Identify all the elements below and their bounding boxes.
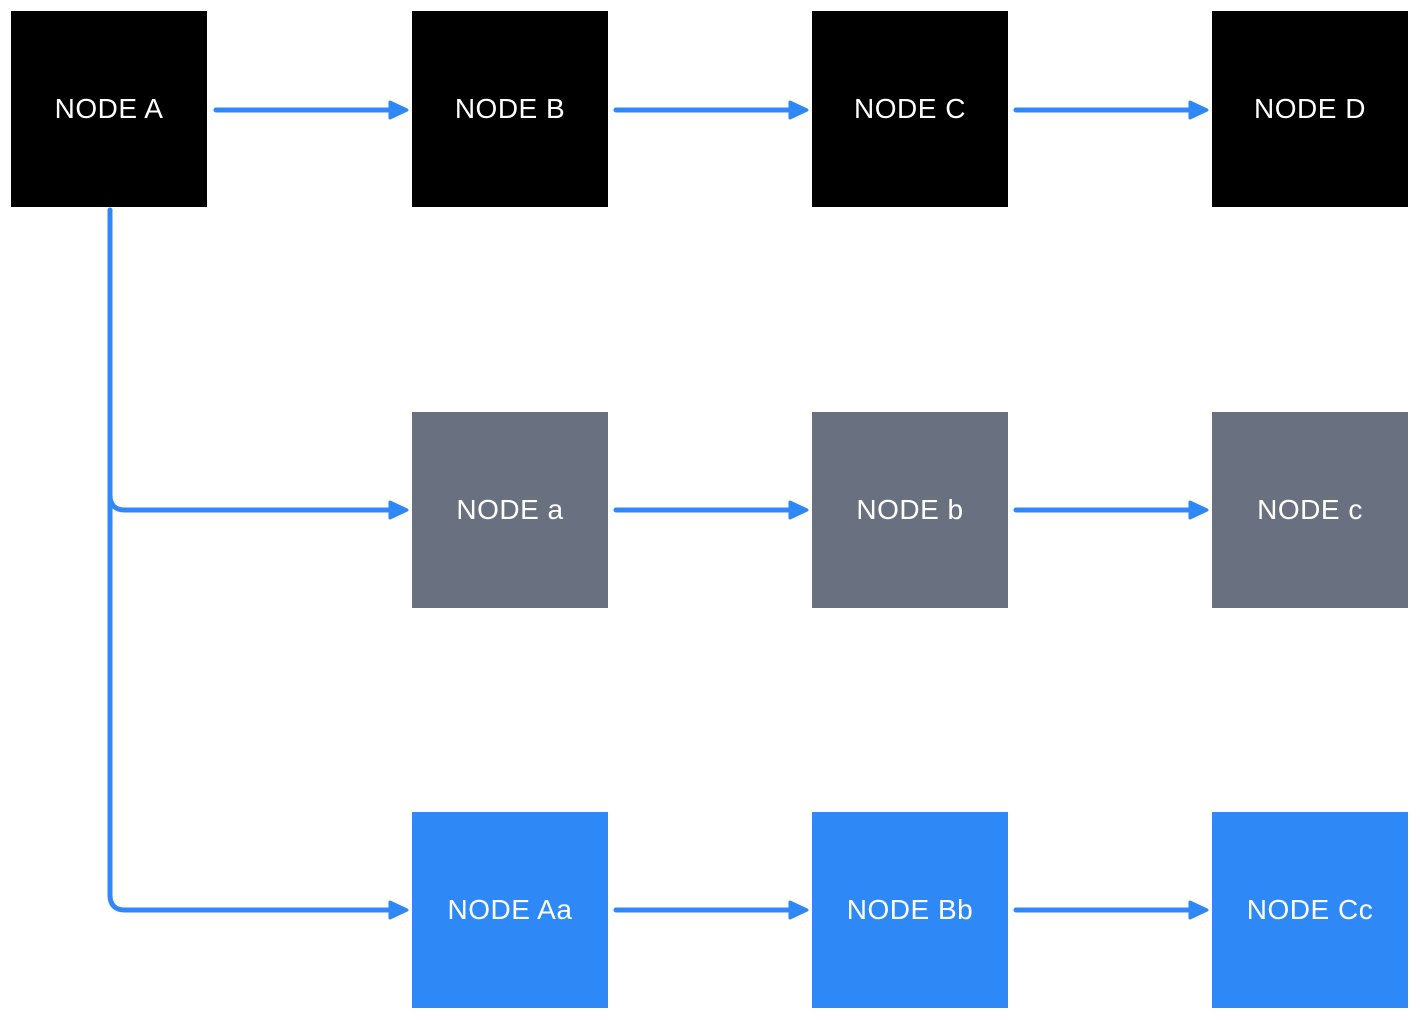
node-aa[interactable]: NODE Aa	[412, 812, 608, 1008]
arrowhead-icon	[788, 500, 809, 520]
node-a-lower[interactable]: NODE a	[412, 412, 608, 608]
edge-aa-to-bb	[613, 900, 809, 920]
node-cc[interactable]: NODE Cc	[1212, 812, 1408, 1008]
edge-c-to-d-top	[1013, 100, 1209, 120]
node-label: NODE A	[54, 93, 164, 124]
node-d-upper[interactable]: NODE D	[1212, 11, 1408, 207]
arrowhead-icon	[388, 100, 409, 120]
node-b-upper[interactable]: NODE B	[412, 11, 608, 207]
node-label: NODE a	[456, 494, 564, 525]
edge-bb-to-cc	[1013, 900, 1209, 920]
arrowhead-icon	[1188, 100, 1209, 120]
arrowhead-icon	[1188, 900, 1209, 920]
node-label: NODE b	[856, 494, 964, 525]
node-label: NODE B	[454, 93, 566, 124]
edge-a-to-b-mid	[613, 500, 809, 520]
node-c-upper[interactable]: NODE C	[812, 11, 1008, 207]
node-label: NODE Aa	[447, 894, 573, 925]
node-label: NODE D	[1254, 93, 1366, 124]
node-label: NODE C	[854, 93, 966, 124]
arrowhead-icon	[388, 900, 409, 920]
node-label: NODE Cc	[1246, 894, 1374, 925]
node-a-upper[interactable]: NODE A	[11, 11, 207, 207]
node-label: NODE Bb	[846, 894, 974, 925]
arrowhead-icon	[788, 900, 809, 920]
node-c-lower[interactable]: NODE c	[1212, 412, 1408, 608]
node-b-lower[interactable]: NODE b	[812, 412, 1008, 608]
arrowhead-icon	[388, 500, 409, 520]
edge-b-to-c-top	[613, 100, 809, 120]
edge-a-to-a-branch	[107, 492, 409, 520]
arrowhead-icon	[1188, 500, 1209, 520]
edge-b-to-c-mid	[1013, 500, 1209, 520]
edge-a-to-aa-branch	[107, 207, 409, 920]
node-label: NODE c	[1257, 494, 1363, 525]
edge-a-to-b-top	[213, 100, 409, 120]
arrowhead-icon	[788, 100, 809, 120]
node-bb[interactable]: NODE Bb	[812, 812, 1008, 1008]
